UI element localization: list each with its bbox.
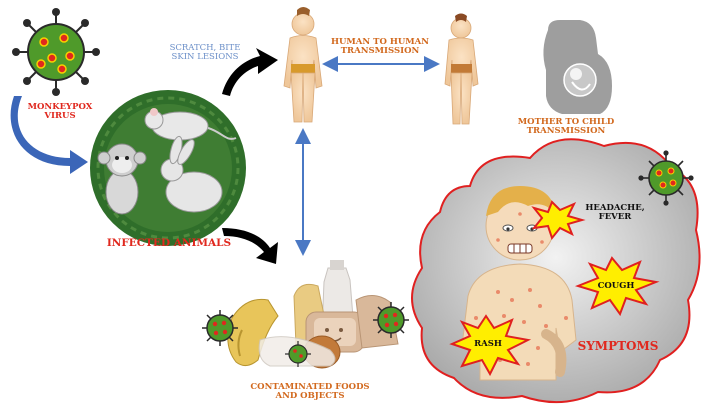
rash-label: RASH (474, 339, 502, 349)
food-items-icon (227, 260, 399, 369)
human-to-human-label: HUMAN TO HUMAN TRANSMISSION (330, 37, 430, 56)
virus-label: MONKEYPOX VIRUS (27, 102, 93, 121)
animals-to-foods-arrow (222, 228, 278, 264)
cough-label: COUGH (597, 281, 635, 291)
human-body-icon (283, 7, 323, 123)
pregnant-woman-icon (543, 20, 612, 114)
monkey-icon (97, 143, 147, 215)
monkeypox-virus-icon (373, 302, 409, 338)
monkeypox-virus-icon (202, 310, 238, 346)
monkeypox-virus-icon (285, 341, 311, 367)
rat-icon (144, 108, 237, 141)
monkeypox-virus-icon (638, 150, 694, 206)
monkeypox-virus-icon (12, 8, 100, 96)
scratch-bite-label: SCRATCH, BITE SKIN LESIONS (169, 43, 241, 62)
headache-burst (531, 200, 586, 241)
rabbit-icon (160, 135, 223, 213)
rash-burst (449, 314, 532, 377)
animals-to-human-arrow (222, 48, 278, 96)
infected-animals-label: INFECTED ANIMALS (106, 237, 232, 249)
virus-to-animals-arrow (10, 96, 88, 174)
mother-to-child-label: MOTHER TO CHILD TRANSMISSION (517, 117, 615, 136)
human-body-icon (444, 13, 479, 125)
cough-burst (574, 256, 660, 317)
headache-label: HEADACHE, FEVER (585, 203, 645, 222)
symptoms-label: SYMPTOMS (577, 339, 659, 353)
contaminated-label: CONTAMINATED FOODS AND OBJECTS (250, 382, 370, 401)
